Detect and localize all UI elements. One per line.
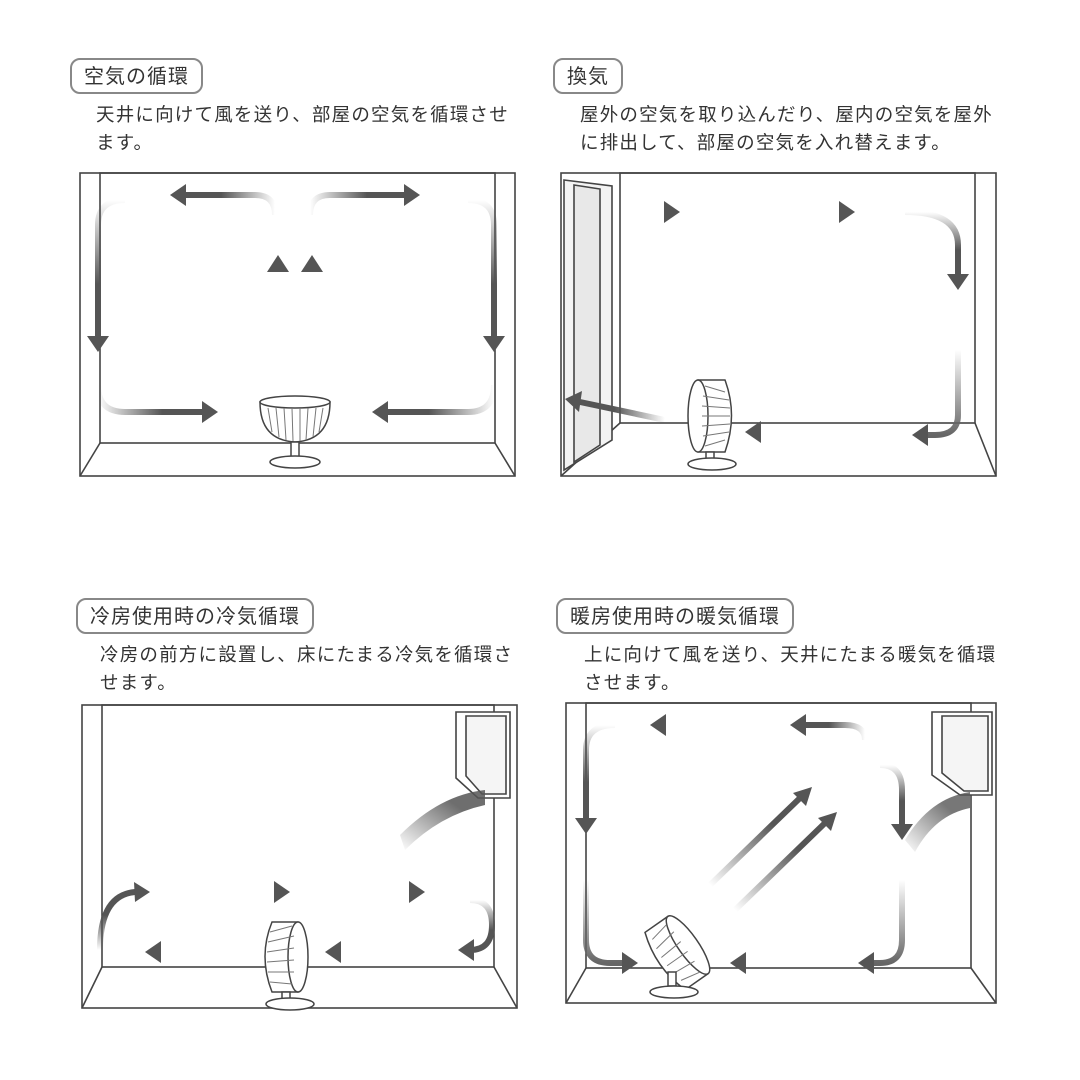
airflow-arrow [579, 209, 961, 438]
airflow-arrow [95, 192, 497, 415]
panel-description: 上に向けて風を送り、天井にたまる暖気を循環させます。 [584, 645, 997, 694]
panel-heating-circulation: 暖房使用時の暖気循環 上に向けて風を送り、天井にたまる暖気を循環させます。 [540, 540, 1080, 1080]
panel-title: 換気 [553, 58, 623, 94]
air-conditioner-icon [931, 711, 993, 796]
panel-ventilation: 換気 屋外の空気を取り込んだり、屋内の空気を屋外に排出して、部屋の空気を入れ替え… [540, 0, 1080, 540]
panel-description: 冷房の前方に設置し、床にたまる冷気を循環させます。 [100, 645, 514, 694]
panel-air-circulation: 空気の循環 天井に向けて風を送り、部屋の空気を循環させます。 [0, 0, 540, 540]
airflow-arrow [97, 889, 496, 955]
room-illustration [565, 702, 997, 1004]
panel-cooling-circulation: 冷房使用時の冷気循環 冷房の前方に設置し、床にたまる冷気を循環させます。 [0, 540, 540, 1080]
airflow-arrow [583, 722, 905, 966]
fan-icon [644, 915, 711, 999]
fan-icon [687, 379, 737, 471]
panel-description: 屋外の空気を取り込んだり、屋内の空気を屋外に排出して、部屋の空気を入れ替えます。 [580, 105, 993, 154]
panel-title: 暖房使用時の暖気循環 [556, 598, 794, 634]
panel-description: 天井に向けて風を送り、部屋の空気を循環させます。 [96, 105, 509, 154]
room-illustration [81, 704, 518, 1011]
room-illustration [79, 172, 516, 477]
panel-title: 冷房使用時の冷気循環 [76, 598, 314, 634]
panel-title: 空気の循環 [70, 58, 203, 94]
fan-icon [264, 921, 315, 1011]
room-illustration [560, 172, 997, 477]
air-conditioner-icon [455, 711, 511, 799]
fan-icon [259, 395, 331, 469]
